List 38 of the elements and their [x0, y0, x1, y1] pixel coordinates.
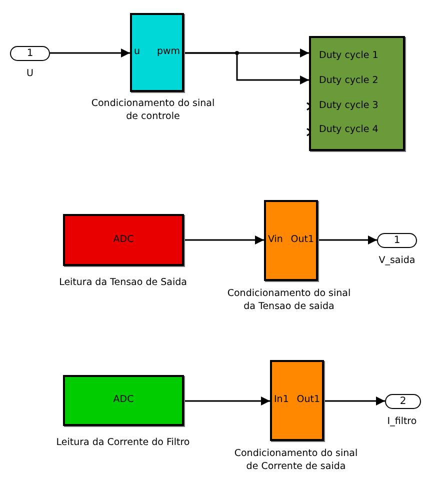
port-label: Vin [268, 235, 283, 246]
function-block [270, 360, 324, 441]
block-name: Condicionamento do sinal da Tensao de saida [226, 287, 352, 313]
block-name: Condicionamento do sinal de controle [90, 97, 216, 123]
function-block [264, 200, 318, 281]
port-terminal [377, 233, 417, 248]
signal-arrow [184, 396, 270, 406]
port-label: Duty cycle 2 [319, 76, 378, 86]
block-name: U [26, 67, 34, 80]
port-label: Out1 [296, 395, 320, 406]
function-block [130, 13, 184, 92]
port-label: pwm [156, 47, 180, 58]
port-label: 1 [26, 48, 34, 59]
signal-arrow [184, 236, 264, 244]
port-label: Duty cycle 3 [319, 100, 378, 112]
port-label: Duty cycle 1 [319, 51, 378, 62]
block-name: Leitura da Tensao de Saida [58, 276, 188, 289]
port-terminal [385, 394, 421, 409]
block-name: Leitura da Corrente do Filtro [55, 436, 191, 449]
port-label: ADC [113, 395, 134, 406]
block-name: I_filtro [386, 415, 418, 428]
port-terminal [10, 46, 50, 61]
port-label: In1 [274, 395, 289, 406]
signal-arrow [184, 52, 309, 84]
signal-arrow [50, 48, 130, 58]
block-name: V_saida [378, 254, 416, 267]
port-label: ADC [113, 234, 134, 246]
function-block [309, 36, 405, 151]
block-name: Condicionamento do sinal de Corrente de saida [233, 447, 359, 473]
function-block [63, 375, 184, 426]
signal-arrow [318, 236, 377, 244]
port-label: u [134, 47, 140, 58]
function-block [63, 214, 184, 266]
port-label: Out1 [290, 235, 314, 246]
signal-arrow [324, 396, 385, 406]
port-label: 1 [394, 235, 400, 246]
port-label: Duty cycle 4 [319, 125, 378, 136]
port-label: 2 [400, 396, 406, 407]
